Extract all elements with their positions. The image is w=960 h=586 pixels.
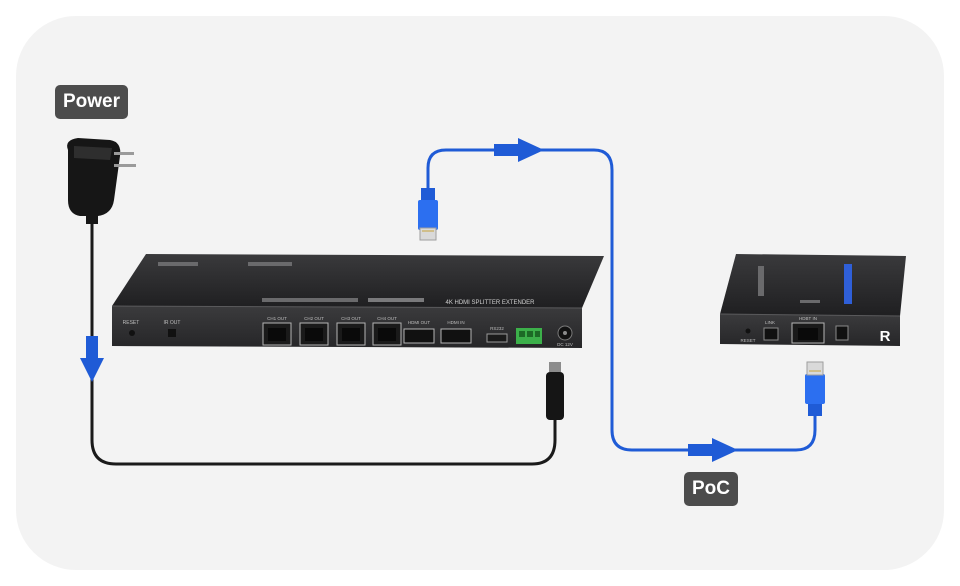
flow-arrow-icon xyxy=(494,138,544,162)
port-label: CH4 OUT xyxy=(377,316,397,321)
ir-out-label: IR OUT xyxy=(164,320,181,326)
flow-arrow-icon xyxy=(688,438,738,462)
poc-label: PoC xyxy=(684,472,738,506)
port-label: CH1 OUT xyxy=(267,316,287,321)
port-label: CH3 OUT xyxy=(341,316,361,321)
port-label: DC 12V xyxy=(557,342,573,347)
port-label: CH2 OUT xyxy=(304,316,324,321)
port-label: HDMI OUT xyxy=(408,320,430,325)
reset-label: RESET xyxy=(740,338,755,343)
flow-arrow-icon xyxy=(80,336,104,382)
port-label: HDBT IN xyxy=(799,316,817,321)
rj45-connector-icon xyxy=(805,361,825,416)
power-label: Power xyxy=(55,85,129,119)
receiver-badge: R xyxy=(880,328,891,345)
dc-plug-icon xyxy=(546,362,564,420)
network-cable xyxy=(426,148,817,452)
link-label: LINK xyxy=(765,320,775,325)
power-adapter-icon xyxy=(67,138,136,224)
power-cable xyxy=(90,215,557,466)
receiver-device: RESET LINK HDBT IN R xyxy=(719,254,906,346)
port-label: HDMI IN xyxy=(447,320,464,325)
rj45-connector-icon xyxy=(418,188,438,241)
ethernet-ports: CH1 OUT CH2 OUT CH3 OUT CH4 OUT xyxy=(262,316,402,346)
device-model-label: 4K HDMI SPLITTER EXTENDER xyxy=(445,300,535,306)
reset-label: RESET xyxy=(123,320,140,326)
port-label: RS232 xyxy=(490,326,504,331)
transmitter-device: 4K HDMI SPLITTER EXTENDER RESET IR OUT C… xyxy=(111,254,604,348)
hdmi-ports: HDMI OUT HDMI IN xyxy=(403,320,472,344)
